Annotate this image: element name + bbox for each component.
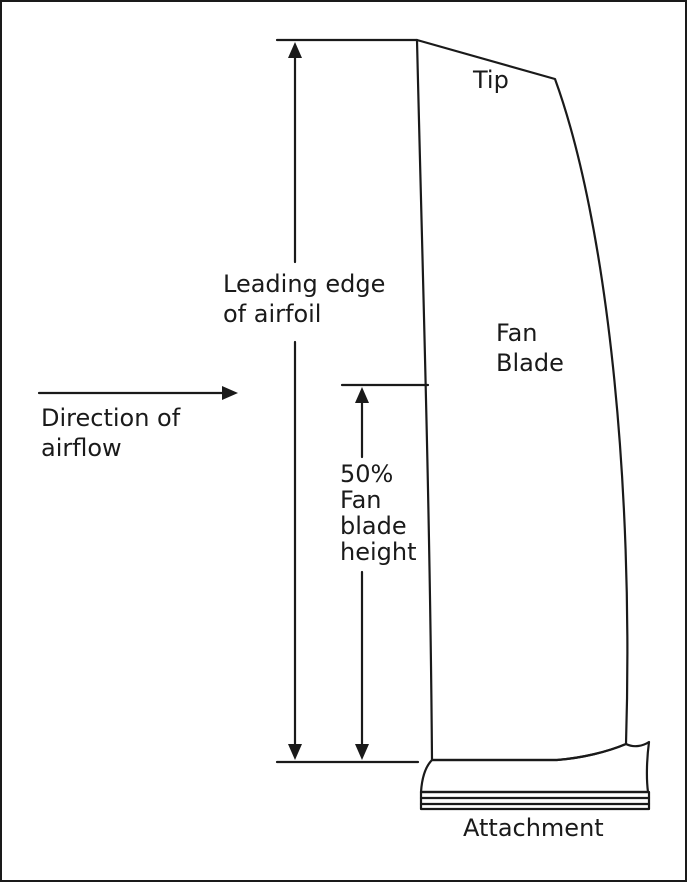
attachment-base-plate	[419, 790, 651, 811]
fan-blade-label-line-2: Blade	[496, 349, 564, 377]
leading-edge-label-line-2: of airfoil	[223, 300, 322, 328]
arrowhead-up-half-height	[355, 387, 369, 403]
fan-blade-outline	[415, 38, 629, 762]
fan-blade-label-line-1: Fan	[496, 319, 538, 347]
attachment-label: Attachment	[463, 814, 604, 842]
arrowhead-down-half-height	[355, 744, 369, 760]
attachment-root	[419, 740, 651, 794]
half-height-label-line-3: blade	[340, 512, 407, 540]
leading-edge-label-line-1: Leading edge	[223, 270, 386, 298]
arrowhead-airflow	[222, 386, 238, 400]
fan-blade-label: Fan Blade	[496, 318, 564, 378]
half-height-label-line-2: Fan	[340, 486, 382, 514]
half-height-label-line-1: 50%	[340, 460, 394, 488]
airflow-direction-label: Direction of airflow	[41, 403, 180, 463]
arrowhead-up-leading-edge	[288, 42, 302, 58]
half-height-label-line-4: height	[340, 538, 417, 566]
tip-label: Tip	[473, 66, 509, 94]
half-height-label: 50% Fan blade height	[340, 461, 417, 565]
airflow-direction-label-line-2: airflow	[41, 434, 122, 462]
airflow-direction-label-line-1: Direction of	[41, 404, 181, 432]
leading-edge-label: Leading edge of airfoil	[223, 269, 386, 329]
arrowhead-down-leading-edge	[288, 744, 302, 760]
